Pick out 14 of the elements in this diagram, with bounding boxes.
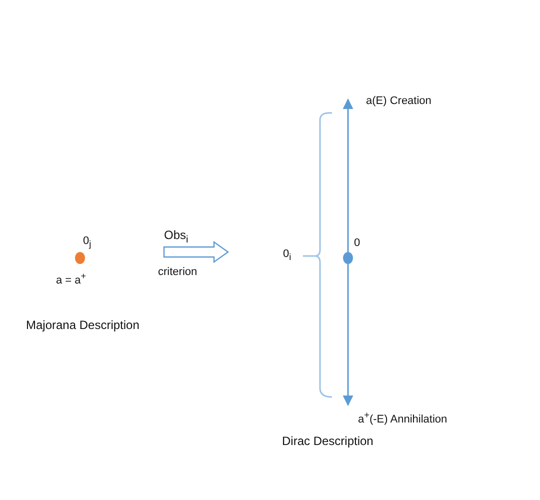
arrow — [342, 98, 354, 252]
endpoint-label: a(E) Creation — [366, 95, 432, 108]
brace-label: 0$_{i}$ — [283, 248, 292, 264]
caption: Majorana Description — [26, 319, 140, 332]
arrow-label: criterion — [158, 266, 198, 279]
point-label: 0$_{j}$ — [83, 235, 92, 252]
point-label: a = a$^{+}$ — [56, 270, 86, 288]
dot — [343, 252, 353, 264]
arrow — [342, 264, 354, 406]
point-label: 0 — [354, 237, 360, 250]
endpoint-label: a$^{+}$(-E) Annihilation — [358, 409, 448, 427]
arrow-label: Obs$_{i}$ — [164, 229, 188, 246]
dot — [75, 252, 85, 264]
caption: Dirac Description — [282, 435, 374, 448]
